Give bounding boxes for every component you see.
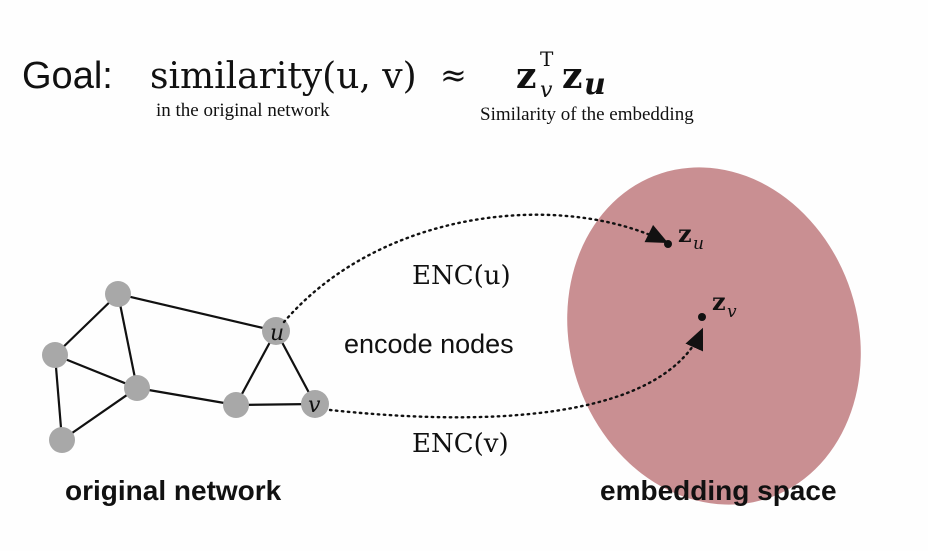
graph-node <box>42 342 68 368</box>
edge <box>116 293 139 389</box>
zu-subscript: u <box>693 234 704 254</box>
embedding-space-region <box>567 167 861 505</box>
graph-node-v <box>301 390 329 418</box>
edge <box>54 353 138 390</box>
graph-node <box>49 427 75 453</box>
graph-node-u <box>262 317 290 345</box>
edge <box>235 330 277 406</box>
embedding-space-title: embedding space <box>600 475 837 506</box>
embedding-point-zv <box>698 313 706 321</box>
rhs-u-subscript: u <box>584 67 606 102</box>
caption-original-network: in the original network <box>156 100 330 121</box>
edge <box>53 354 64 441</box>
zv-subscript: v <box>727 302 737 322</box>
graph-edges <box>53 292 316 441</box>
original-network-title: original network <box>65 475 282 506</box>
zv-label: z <box>712 287 726 316</box>
goal-label: Goal: <box>22 55 113 97</box>
encode-arrow-u <box>282 213 669 324</box>
graph-nodes <box>42 281 329 453</box>
similarity-function: similarity(u, v) <box>150 56 417 97</box>
enc-u-label: ENC(u) <box>412 261 511 291</box>
graph-node <box>105 281 131 307</box>
embedding-point-zu <box>664 240 672 248</box>
encode-arrow-v <box>328 327 704 419</box>
edge <box>117 292 277 333</box>
edge <box>54 293 119 356</box>
graph-node <box>124 375 150 401</box>
embedding-dot-product: z v T z u <box>516 47 606 103</box>
node-u-label: u <box>270 321 284 346</box>
rhs-v-subscript: v <box>540 78 553 103</box>
graph-node <box>223 392 249 418</box>
edge <box>61 387 138 441</box>
rhs-z-v: z <box>516 55 536 97</box>
zu-label: z <box>678 219 692 248</box>
encode-nodes-label: encode nodes <box>344 329 514 359</box>
enc-v-label: ENC(v) <box>412 429 509 459</box>
approx-symbol: ≈ <box>440 56 467 94</box>
caption-embedding-similarity: Similarity of the embedding <box>480 104 694 125</box>
rhs-transpose-superscript: T <box>540 47 554 71</box>
edge <box>136 386 237 407</box>
node-v-label: v <box>308 393 321 418</box>
rhs-z-u: z <box>562 55 582 97</box>
